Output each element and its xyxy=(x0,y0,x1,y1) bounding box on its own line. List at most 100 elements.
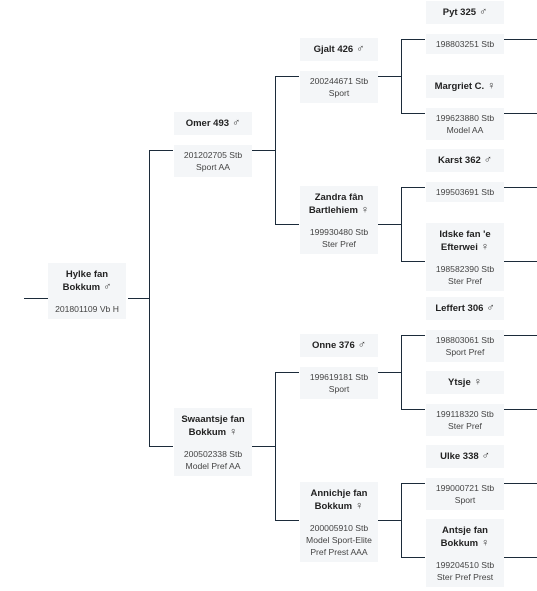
connector-line xyxy=(275,76,276,225)
predicates: Sport xyxy=(328,384,350,394)
registration-number: 198803061 Stb xyxy=(435,335,495,345)
connector-line xyxy=(252,150,276,151)
connector-line xyxy=(252,446,276,447)
connector-line xyxy=(504,335,537,336)
registration-number: 199623880 Stb xyxy=(435,113,495,123)
connector-line xyxy=(401,113,425,114)
horse-name[interactable]: Margriet C. xyxy=(434,81,485,92)
connector-line xyxy=(275,76,299,77)
female-symbol-icon: ♀ xyxy=(360,204,370,216)
pedigree-card-subject[interactable]: Hylke fan Bokkum♂ 201801109 Vb H xyxy=(48,263,126,319)
pedigree-card-sd-sire[interactable]: Karst 362♂ 199503691 Stb xyxy=(426,149,504,202)
registration-number: 200005910 Stb xyxy=(309,523,369,533)
registration-number: 198582390 Stb xyxy=(435,264,495,274)
male-symbol-icon: ♂ xyxy=(483,154,493,166)
horse-name[interactable]: Karst 362 xyxy=(437,155,481,166)
predicates: Ster Pref xyxy=(448,276,482,286)
registration-number: 198803251 Stb xyxy=(435,39,495,49)
connector-line xyxy=(378,372,402,373)
connector-line xyxy=(401,409,425,410)
connector-line xyxy=(24,298,48,299)
connector-line xyxy=(401,335,402,410)
connector-line xyxy=(401,39,402,114)
connector-line xyxy=(504,483,537,484)
predicates: Sport xyxy=(454,495,476,505)
connector-line xyxy=(401,39,425,40)
predicates: Ster Pref xyxy=(322,239,356,249)
male-symbol-icon: ♂ xyxy=(486,302,495,314)
connector-line xyxy=(504,39,537,40)
female-symbol-icon: ♀ xyxy=(487,80,496,92)
horse-name[interactable]: Ulke 338 xyxy=(440,451,479,462)
connector-line xyxy=(275,372,276,521)
registration-number: 199503691 Stb xyxy=(435,187,495,197)
horse-name[interactable]: Zandra fân Bartlehiem xyxy=(308,192,364,216)
female-symbol-icon: ♀ xyxy=(229,426,238,438)
connector-line xyxy=(275,224,299,225)
connector-line xyxy=(378,224,402,225)
registration-number: 200244671 Stb xyxy=(309,76,369,86)
connector-line xyxy=(401,483,425,484)
horse-name[interactable]: Leffert 306 xyxy=(435,303,484,314)
predicates: Sport Pref xyxy=(445,347,485,357)
predicates: Ster Pref Prest xyxy=(436,572,494,582)
connector-line xyxy=(149,150,150,447)
registration-number: 199000721 Stb xyxy=(435,483,495,493)
registration-number: 199204510 Stb xyxy=(435,560,495,570)
male-symbol-icon: ♂ xyxy=(481,450,490,462)
horse-name[interactable]: Gjalt 426 xyxy=(313,44,354,55)
horse-name[interactable]: Swaantsje fan Bokkum xyxy=(181,414,245,438)
predicates: Model AA xyxy=(446,125,484,135)
connector-line xyxy=(401,483,402,558)
horse-name[interactable]: Antsje fan Bokkum xyxy=(440,525,488,549)
female-symbol-icon: ♀ xyxy=(480,241,490,253)
female-symbol-icon: ♀ xyxy=(355,500,364,512)
female-symbol-icon: ♀ xyxy=(473,376,482,388)
registration-number: 201202705 Stb xyxy=(183,150,243,160)
horse-name[interactable]: Hylke fan Bokkum xyxy=(62,269,109,293)
male-symbol-icon: ♂ xyxy=(357,339,367,351)
connector-line xyxy=(401,335,425,336)
connector-line xyxy=(401,557,425,558)
connector-line xyxy=(378,520,402,521)
registration-number: 199118320 Stb xyxy=(436,409,494,419)
horse-name[interactable]: Pyt 325 xyxy=(442,7,477,18)
registration-number: 199619181 Stb xyxy=(309,372,369,382)
registration-number: 201801109 Vb H xyxy=(55,304,119,314)
connector-line xyxy=(401,187,402,262)
horse-name[interactable]: Ytsje xyxy=(448,377,471,388)
horse-name[interactable]: Onne 376 xyxy=(311,340,355,351)
predicates: Sport xyxy=(328,88,350,98)
connector-line xyxy=(275,372,299,373)
pedigree-card-ss-sire[interactable]: Pyt 325♂ 198803251 Stb xyxy=(426,1,504,54)
connector-line xyxy=(149,446,173,447)
predicates: Model Pref AA xyxy=(185,461,241,471)
male-symbol-icon: ♂ xyxy=(232,117,241,129)
horse-name[interactable]: Annichje fan Bokkum xyxy=(310,488,368,512)
connector-line xyxy=(378,76,402,77)
male-symbol-icon: ♂ xyxy=(356,43,365,55)
male-symbol-icon: ♂ xyxy=(479,6,488,18)
female-symbol-icon: ♀ xyxy=(481,537,490,549)
connector-line xyxy=(275,520,299,521)
connector-line xyxy=(504,409,537,410)
horse-name[interactable]: Idske fan 'e Efterwei xyxy=(439,229,491,253)
connector-line xyxy=(504,187,537,188)
connector-line xyxy=(128,298,150,299)
connector-line xyxy=(401,261,425,262)
horse-name[interactable]: Omer 493 xyxy=(185,118,230,129)
connector-line xyxy=(401,187,425,188)
male-symbol-icon: ♂ xyxy=(103,281,112,293)
